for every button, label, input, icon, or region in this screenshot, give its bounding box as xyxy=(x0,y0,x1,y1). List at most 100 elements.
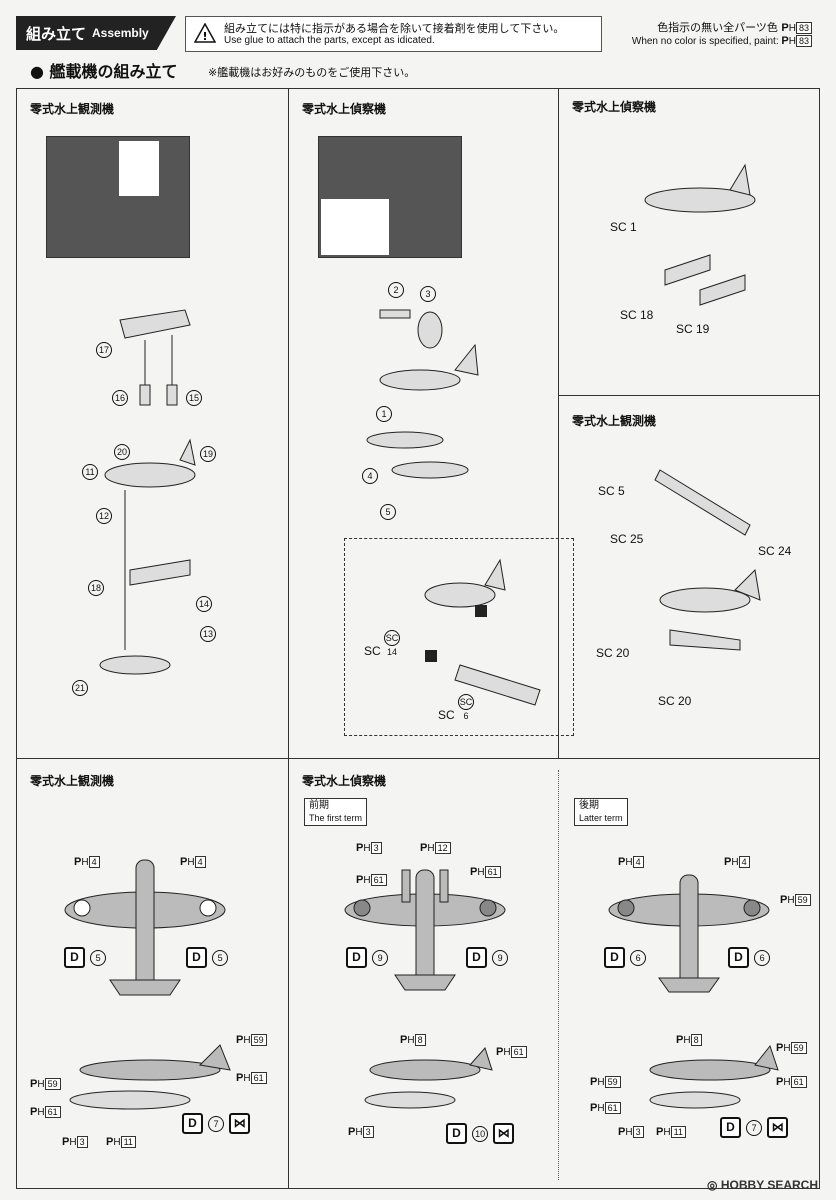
grid-mid-line xyxy=(16,758,820,759)
sprue-highlight-mid xyxy=(321,199,389,255)
detail-inset-diagram xyxy=(424,558,541,706)
cross-decal-icon: ⋈ xyxy=(493,1123,515,1144)
svg-text:!: ! xyxy=(202,30,207,43)
callout-3: 3 xyxy=(420,286,436,302)
grid-col2-line xyxy=(558,88,559,758)
panel-title-bot-mid: 零式水上偵察機 xyxy=(302,774,387,788)
sprue-highlight xyxy=(119,141,159,196)
callout-21: 21 xyxy=(72,680,88,696)
decal-bl-side: D 7 ⋈ xyxy=(182,1112,251,1134)
callout-17: 17 xyxy=(96,342,112,358)
decal-bm-right: D 9 xyxy=(466,946,509,968)
warning-text-jp: 組み立てには特に指示がある場合を除いて接着剤を使用して下さい。 xyxy=(224,22,565,35)
panel-title-top-mid: 零式水上偵察機 xyxy=(302,102,387,116)
callout-12: 12 xyxy=(96,508,112,524)
callout-13: 13 xyxy=(200,626,216,642)
decal-bl-left: D 5 xyxy=(64,946,107,968)
seaplane-diagram-c xyxy=(644,163,756,306)
callout-sc14: SC SC 14 xyxy=(364,630,401,658)
callout-sc6: SC SC 6 xyxy=(438,694,475,722)
callout-sc24: SC 24 xyxy=(758,544,792,558)
callout-14: 14 xyxy=(196,596,212,612)
assembly-header-tab: 組み立て Assembly xyxy=(16,16,176,50)
seaplane-sideview-c xyxy=(649,1044,779,1109)
decal-br-right: D 6 xyxy=(728,946,771,968)
grid-left-line xyxy=(16,88,17,1188)
bottom-dotted-divider xyxy=(558,770,559,1180)
callout-sc20-a: SC 20 xyxy=(596,646,630,660)
callout-sc18: SC 18 xyxy=(620,308,654,322)
section-title: ● 艦載機の組み立て xyxy=(30,62,178,81)
decal-bm-left: D 9 xyxy=(346,946,389,968)
cross-decal-icon: ⋈ xyxy=(767,1117,789,1138)
callout-sc25: SC 25 xyxy=(610,532,644,546)
decal-br-left: D 6 xyxy=(604,946,647,968)
callout-5: 5 xyxy=(380,504,396,520)
callout-2: 2 xyxy=(388,282,404,298)
callout-19: 19 xyxy=(200,446,216,462)
seaplane-topview-a xyxy=(64,859,226,996)
seaplane-topview-b xyxy=(344,869,506,991)
warning-text-en: Use glue to attach the parts, except as … xyxy=(224,35,435,46)
watermark-logo-icon: ◎ xyxy=(707,1178,718,1192)
panel-title-bot-left: 零式水上観測機 xyxy=(30,774,115,788)
callout-16: 16 xyxy=(112,390,128,406)
callout-18: 18 xyxy=(88,580,104,596)
cross-decal-icon: ⋈ xyxy=(229,1113,251,1134)
seaplane-topview-c xyxy=(608,874,770,993)
callout-sc20-b: SC 20 xyxy=(658,694,692,708)
callout-20: 20 xyxy=(114,444,130,460)
seaplane-sideview-a xyxy=(69,1044,231,1110)
panel-title-top-left: 零式水上観測機 xyxy=(30,102,115,116)
callout-1: 1 xyxy=(376,406,392,422)
hobby-search-watermark: ◎ HOBBY SEARCH xyxy=(707,1178,818,1192)
panel-title-top-right-a: 零式水上偵察機 xyxy=(572,100,657,114)
decal-bl-right: D 5 xyxy=(186,946,229,968)
decal-bm-side: D 10 ⋈ xyxy=(446,1122,515,1144)
callout-sc5: SC 5 xyxy=(598,484,625,498)
panel-title-top-right-b: 零式水上観測機 xyxy=(572,414,657,428)
callout-15: 15 xyxy=(186,390,202,406)
seaplane-sideview-b xyxy=(364,1047,493,1109)
grid-right-split-line xyxy=(558,395,820,396)
glue-warning-box: ! 組み立てには特に指示がある場合を除いて接着剤を使用して下さい。 Use gl… xyxy=(185,16,602,52)
header-title-jp: 組み立て xyxy=(26,24,87,43)
callout-11: 11 xyxy=(82,464,98,480)
decal-br-side: D 7 ⋈ xyxy=(720,1116,789,1138)
seaplane-diagram-d xyxy=(654,469,761,651)
grid-bottom-line xyxy=(16,1188,820,1189)
grid-top-line xyxy=(16,88,820,89)
detail-inset-box xyxy=(344,538,574,736)
callout-sc1: SC 1 xyxy=(610,220,637,234)
warning-icon: ! xyxy=(194,23,216,43)
seaplane-exploded-diagram-b xyxy=(366,309,479,479)
